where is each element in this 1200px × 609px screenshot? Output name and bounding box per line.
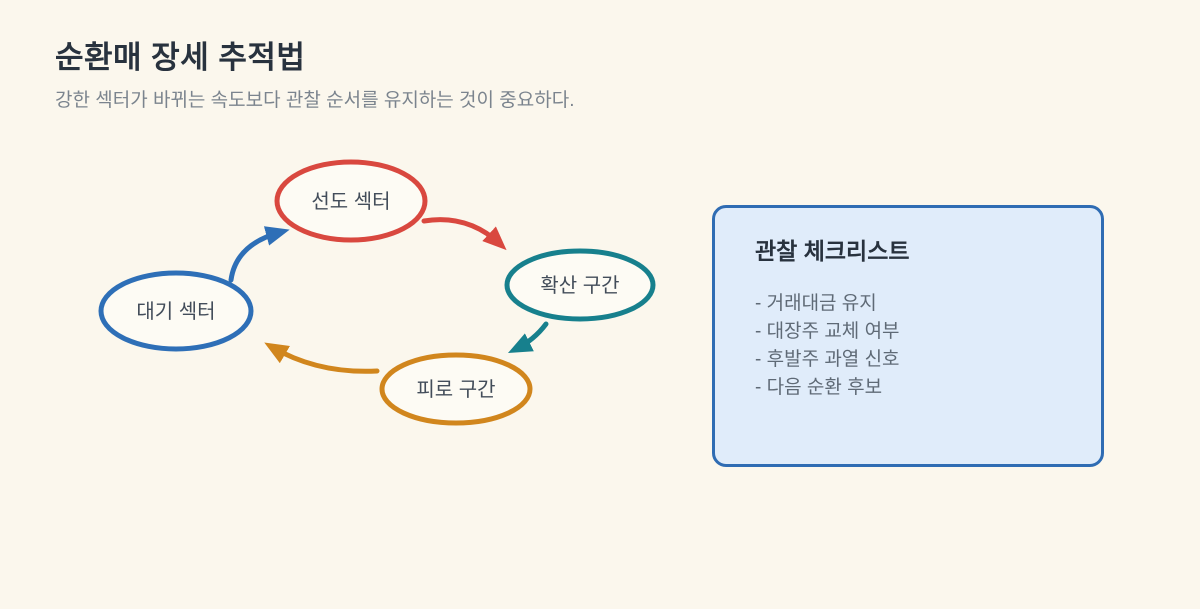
checklist-items: - 거래대금 유지 - 대장주 교체 여부 - 후발주 과열 신호 - 다음 순… bbox=[755, 290, 1101, 402]
page-title: 순환매 장세 추적법 bbox=[55, 40, 306, 75]
arrow-leading-to-diffusion bbox=[421, 217, 507, 251]
arrow-fatigue-to-waiting bbox=[264, 342, 380, 374]
node-leading-sector-label: 선도 섹터 bbox=[311, 190, 390, 213]
node-diffusion-zone bbox=[504, 248, 656, 322]
checklist-title: 관찰 체크리스트 bbox=[755, 238, 910, 264]
arrow-waiting-to-leading bbox=[228, 226, 290, 283]
node-fatigue-zone-label: 피로 구간 bbox=[416, 378, 495, 401]
checklist-item: - 거래대금 유지 bbox=[755, 293, 877, 314]
checklist-panel: 관찰 체크리스트 - 거래대금 유지 - 대장주 교체 여부 - 후발주 과열 … bbox=[712, 205, 1104, 467]
checklist-item: - 후발주 과열 신호 bbox=[755, 349, 900, 370]
checklist-item: - 대장주 교체 여부 bbox=[755, 321, 900, 342]
node-fatigue-zone bbox=[379, 352, 533, 426]
node-waiting-sector-label: 대기 섹터 bbox=[136, 300, 215, 323]
node-diffusion-zone-label: 확산 구간 bbox=[540, 274, 619, 297]
page-subtitle: 강한 섹터가 바뀌는 속도보다 관찰 순서를 유지하는 것이 중요하다. bbox=[55, 90, 575, 111]
arrow-diffusion-to-fatigue bbox=[507, 321, 549, 354]
node-waiting-sector bbox=[98, 270, 254, 352]
node-leading-sector bbox=[274, 159, 428, 243]
checklist-item: - 다음 순환 후보 bbox=[755, 377, 883, 398]
page-header: 순환매 장세 추적법 강한 섹터가 바뀌는 속도보다 관찰 순서를 유지하는 것… bbox=[55, 32, 574, 112]
